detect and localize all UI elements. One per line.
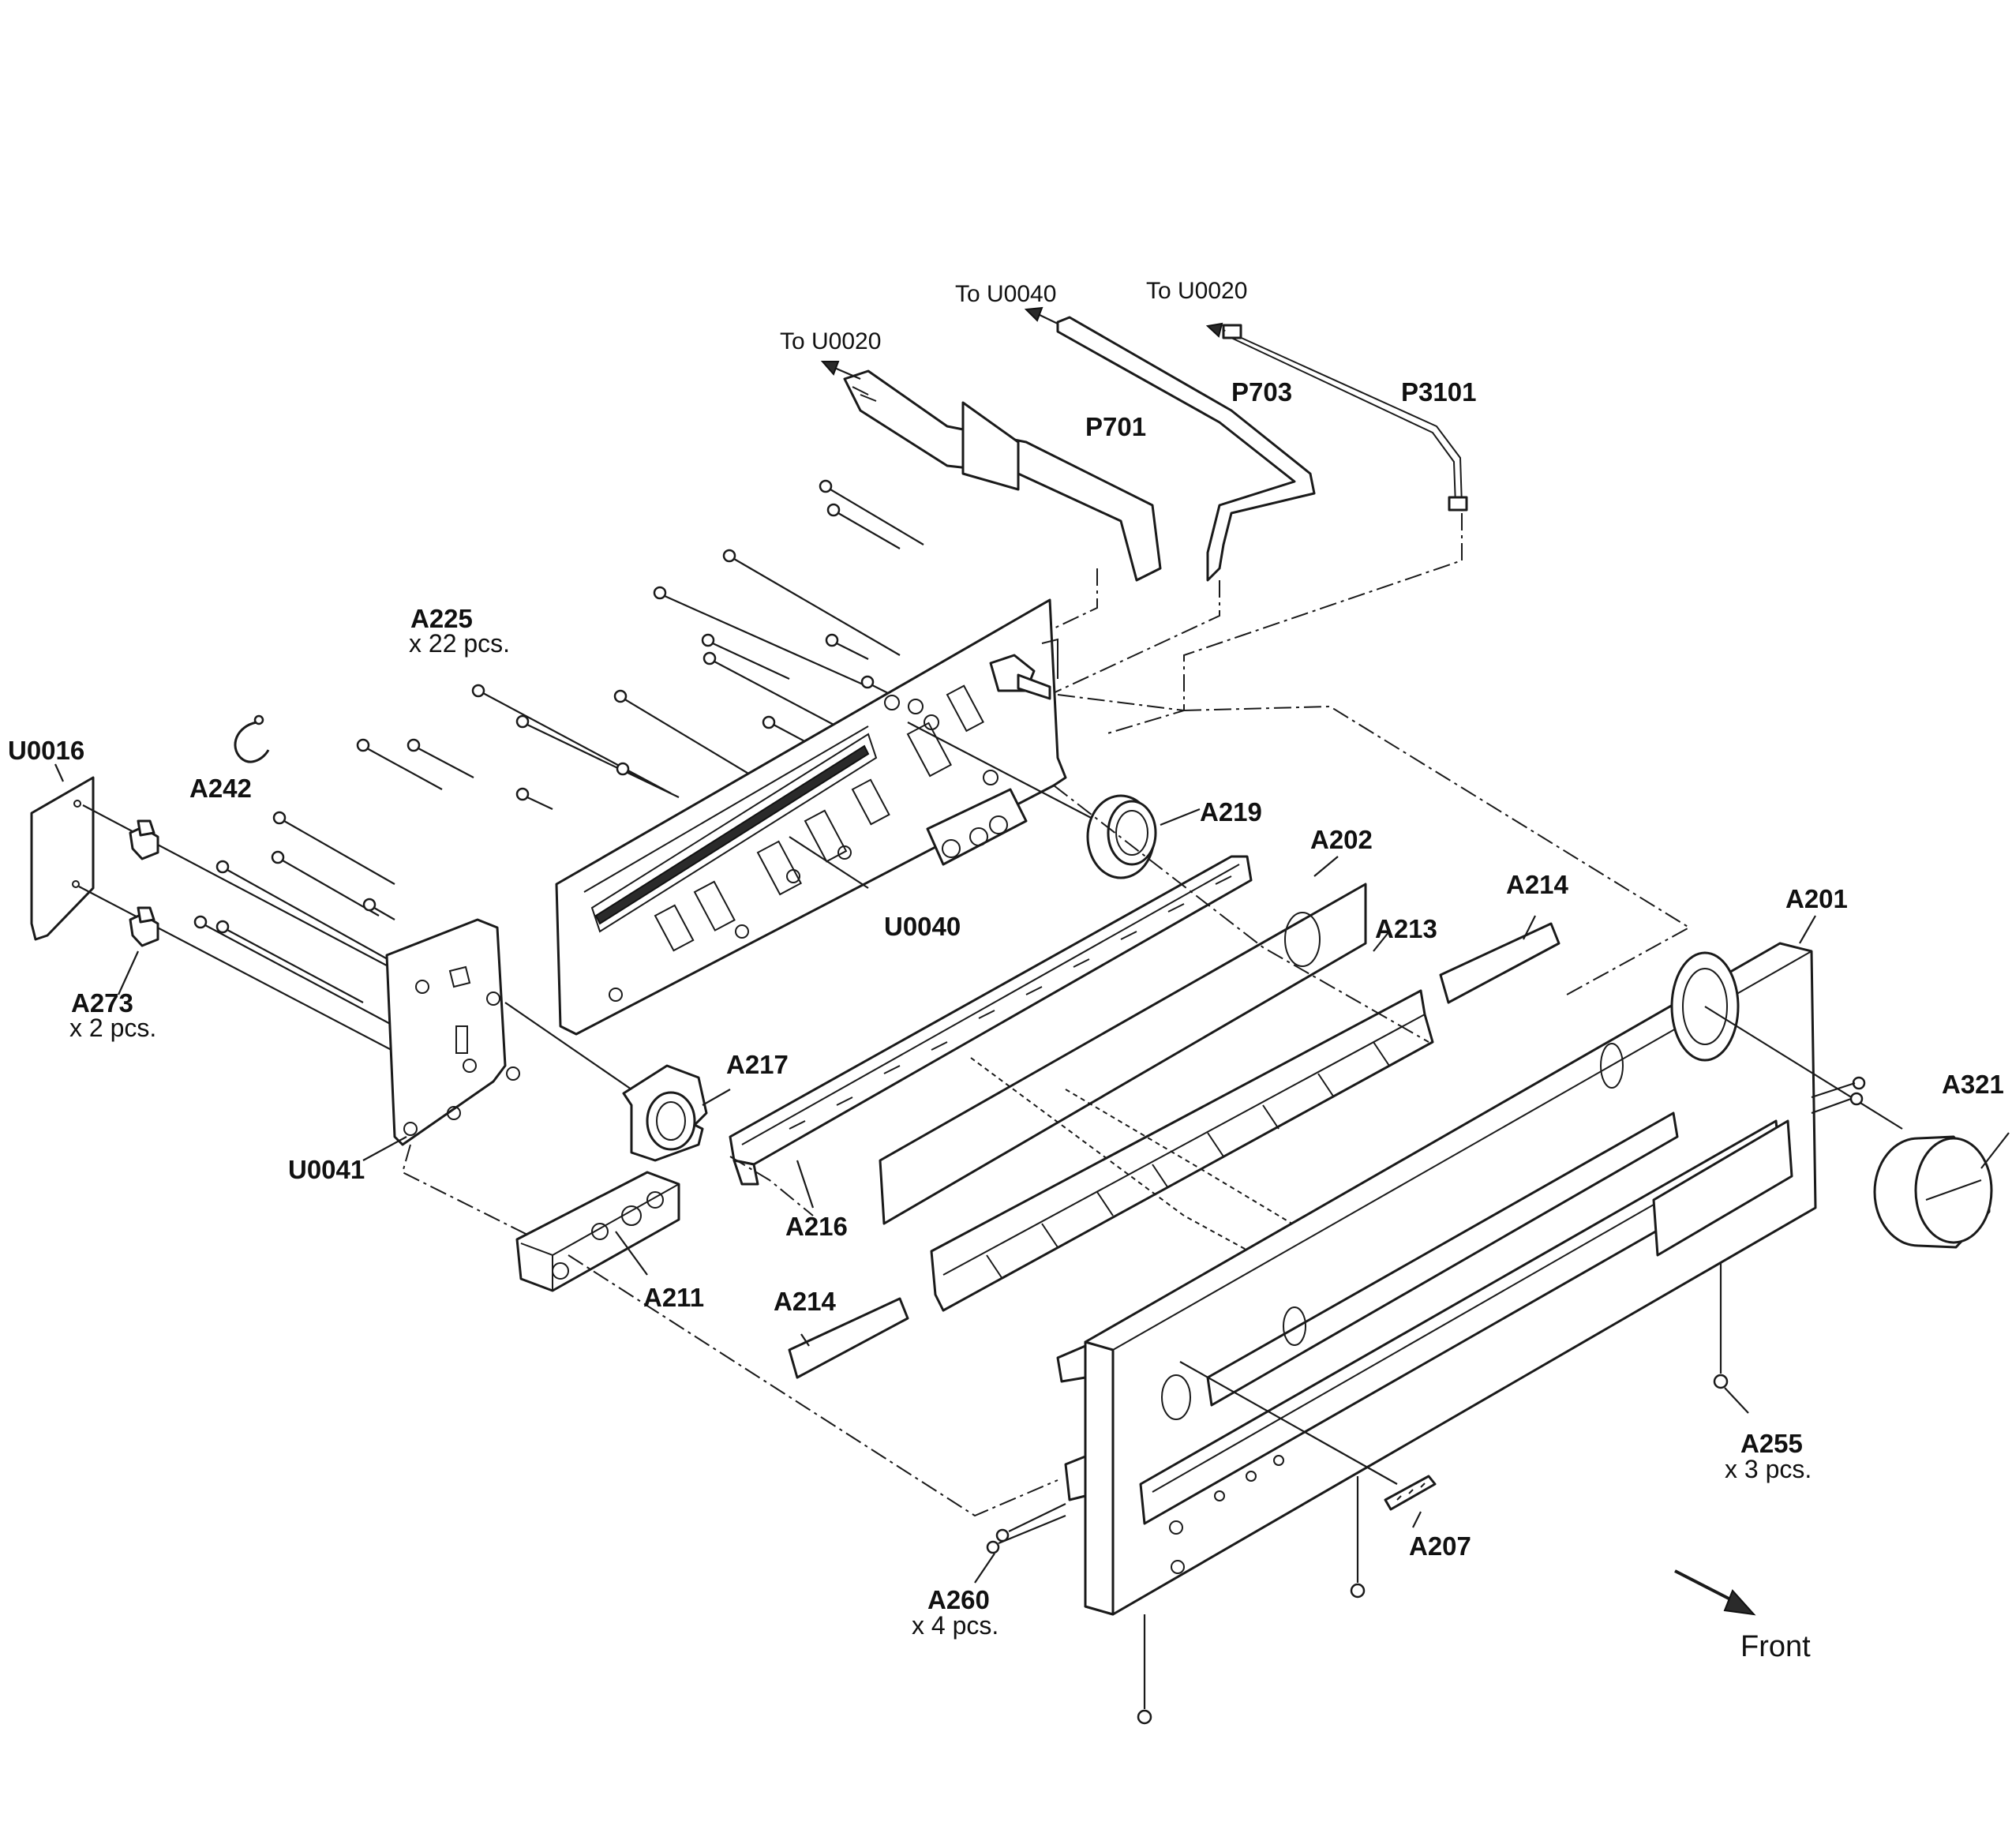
part-a219 — [1086, 794, 1157, 879]
a225-screws — [193, 479, 924, 1027]
part-a217 — [622, 1064, 708, 1162]
label-p3101: P3101 — [1401, 377, 1476, 407]
part-a213 — [930, 989, 1434, 1312]
label-to-u0040: To U0040 — [955, 281, 1056, 307]
label-a225-qty: x 22 pcs. — [409, 629, 510, 658]
label-a260-qty: x 4 pcs. — [912, 1611, 999, 1640]
label-a214-bottom: A214 — [774, 1287, 837, 1316]
label-a202: A202 — [1310, 825, 1373, 854]
board-u0041 — [385, 918, 520, 1146]
part-a321 — [1873, 1135, 1993, 1249]
label-to-u0020-a: To U0020 — [780, 328, 881, 354]
part-a202 — [879, 883, 1367, 1225]
cable-p701 — [843, 369, 1162, 582]
label-u0040: U0040 — [884, 912, 961, 941]
label-a201: A201 — [1785, 884, 1848, 913]
part-a214-bottom — [788, 1297, 909, 1379]
part-a201 — [1056, 942, 1817, 1616]
label-a211: A211 — [643, 1283, 704, 1312]
board-u0040 — [555, 598, 1067, 1036]
part-a216 — [729, 855, 1253, 1186]
label-a214-top: A214 — [1506, 870, 1569, 899]
arrow-to-u0020-b — [1205, 322, 1226, 338]
cable-p3101 — [1222, 324, 1468, 512]
arrow-to-u0020-a — [820, 361, 861, 380]
label-a225: A225 — [410, 604, 473, 633]
label-u0016: U0016 — [8, 736, 84, 765]
label-a207: A207 — [1409, 1531, 1471, 1561]
part-a273 — [129, 819, 159, 947]
label-a213: A213 — [1375, 914, 1437, 943]
label-a216: A216 — [785, 1212, 848, 1241]
cable-p703 — [1056, 316, 1316, 582]
board-u0016 — [30, 776, 95, 941]
front-arrow — [1674, 1569, 1756, 1616]
label-a255: A255 — [1740, 1429, 1803, 1458]
label-a242: A242 — [189, 774, 252, 803]
part-a214-top — [1439, 922, 1561, 1004]
label-front: Front — [1740, 1630, 1811, 1663]
label-a260: A260 — [927, 1585, 990, 1614]
part-a211 — [515, 1171, 680, 1292]
label-p703: P703 — [1231, 377, 1292, 407]
part-a242 — [234, 714, 270, 763]
label-a255-qty: x 3 pcs. — [1725, 1455, 1812, 1483]
label-a321: A321 — [1942, 1070, 2004, 1099]
label-a219: A219 — [1200, 797, 1262, 827]
part-a207 — [1179, 1361, 1437, 1511]
label-to-u0020-b: To U0020 — [1146, 278, 1247, 304]
label-a217: A217 — [726, 1050, 789, 1079]
label-u0041: U0041 — [288, 1155, 365, 1184]
label-p701: P701 — [1085, 412, 1146, 441]
label-a273: A273 — [71, 988, 133, 1018]
arrow-to-u0040 — [1024, 306, 1058, 324]
label-a273-qty: x 2 pcs. — [69, 1014, 156, 1042]
